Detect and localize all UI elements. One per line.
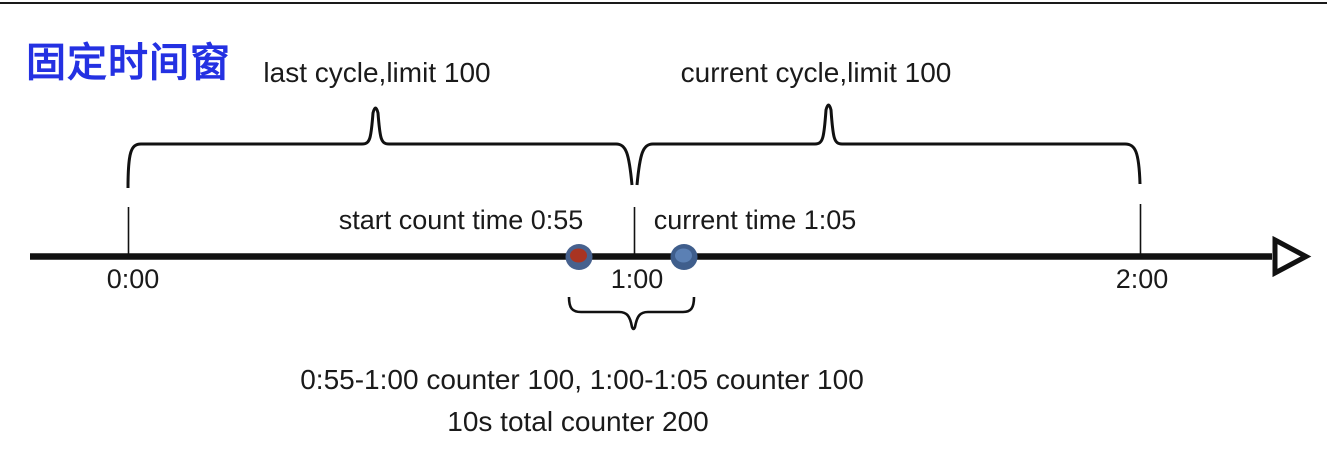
last-cycle-brace: [126, 106, 634, 189]
top-divider-line: [0, 2, 1327, 4]
counting-window-brace: [567, 296, 696, 331]
last-cycle-label: last cycle,limit 100: [263, 57, 491, 88]
current-time-marker: [670, 244, 698, 270]
diagram-title: 固定时间窗: [26, 41, 231, 85]
tick-label-2-00: 2:00: [1115, 264, 1169, 294]
start-count-time-label: start count time 0:55: [338, 205, 584, 235]
counter-summary-line: 0:55-1:00 counter 100, 1:00-1:05 counter…: [300, 364, 864, 395]
timeline-arrow-icon: [1272, 235, 1312, 278]
total-counter-line: 10s total counter 200: [447, 406, 709, 437]
current-cycle-label: current cycle,limit 100: [680, 57, 952, 88]
start-count-marker: [565, 244, 593, 270]
tick-label-1-00: 1:00: [610, 264, 664, 294]
current-time-label: current time 1:05: [653, 205, 857, 235]
current-cycle-brace: [635, 103, 1142, 186]
tick-label-0-00: 0:00: [106, 264, 160, 294]
